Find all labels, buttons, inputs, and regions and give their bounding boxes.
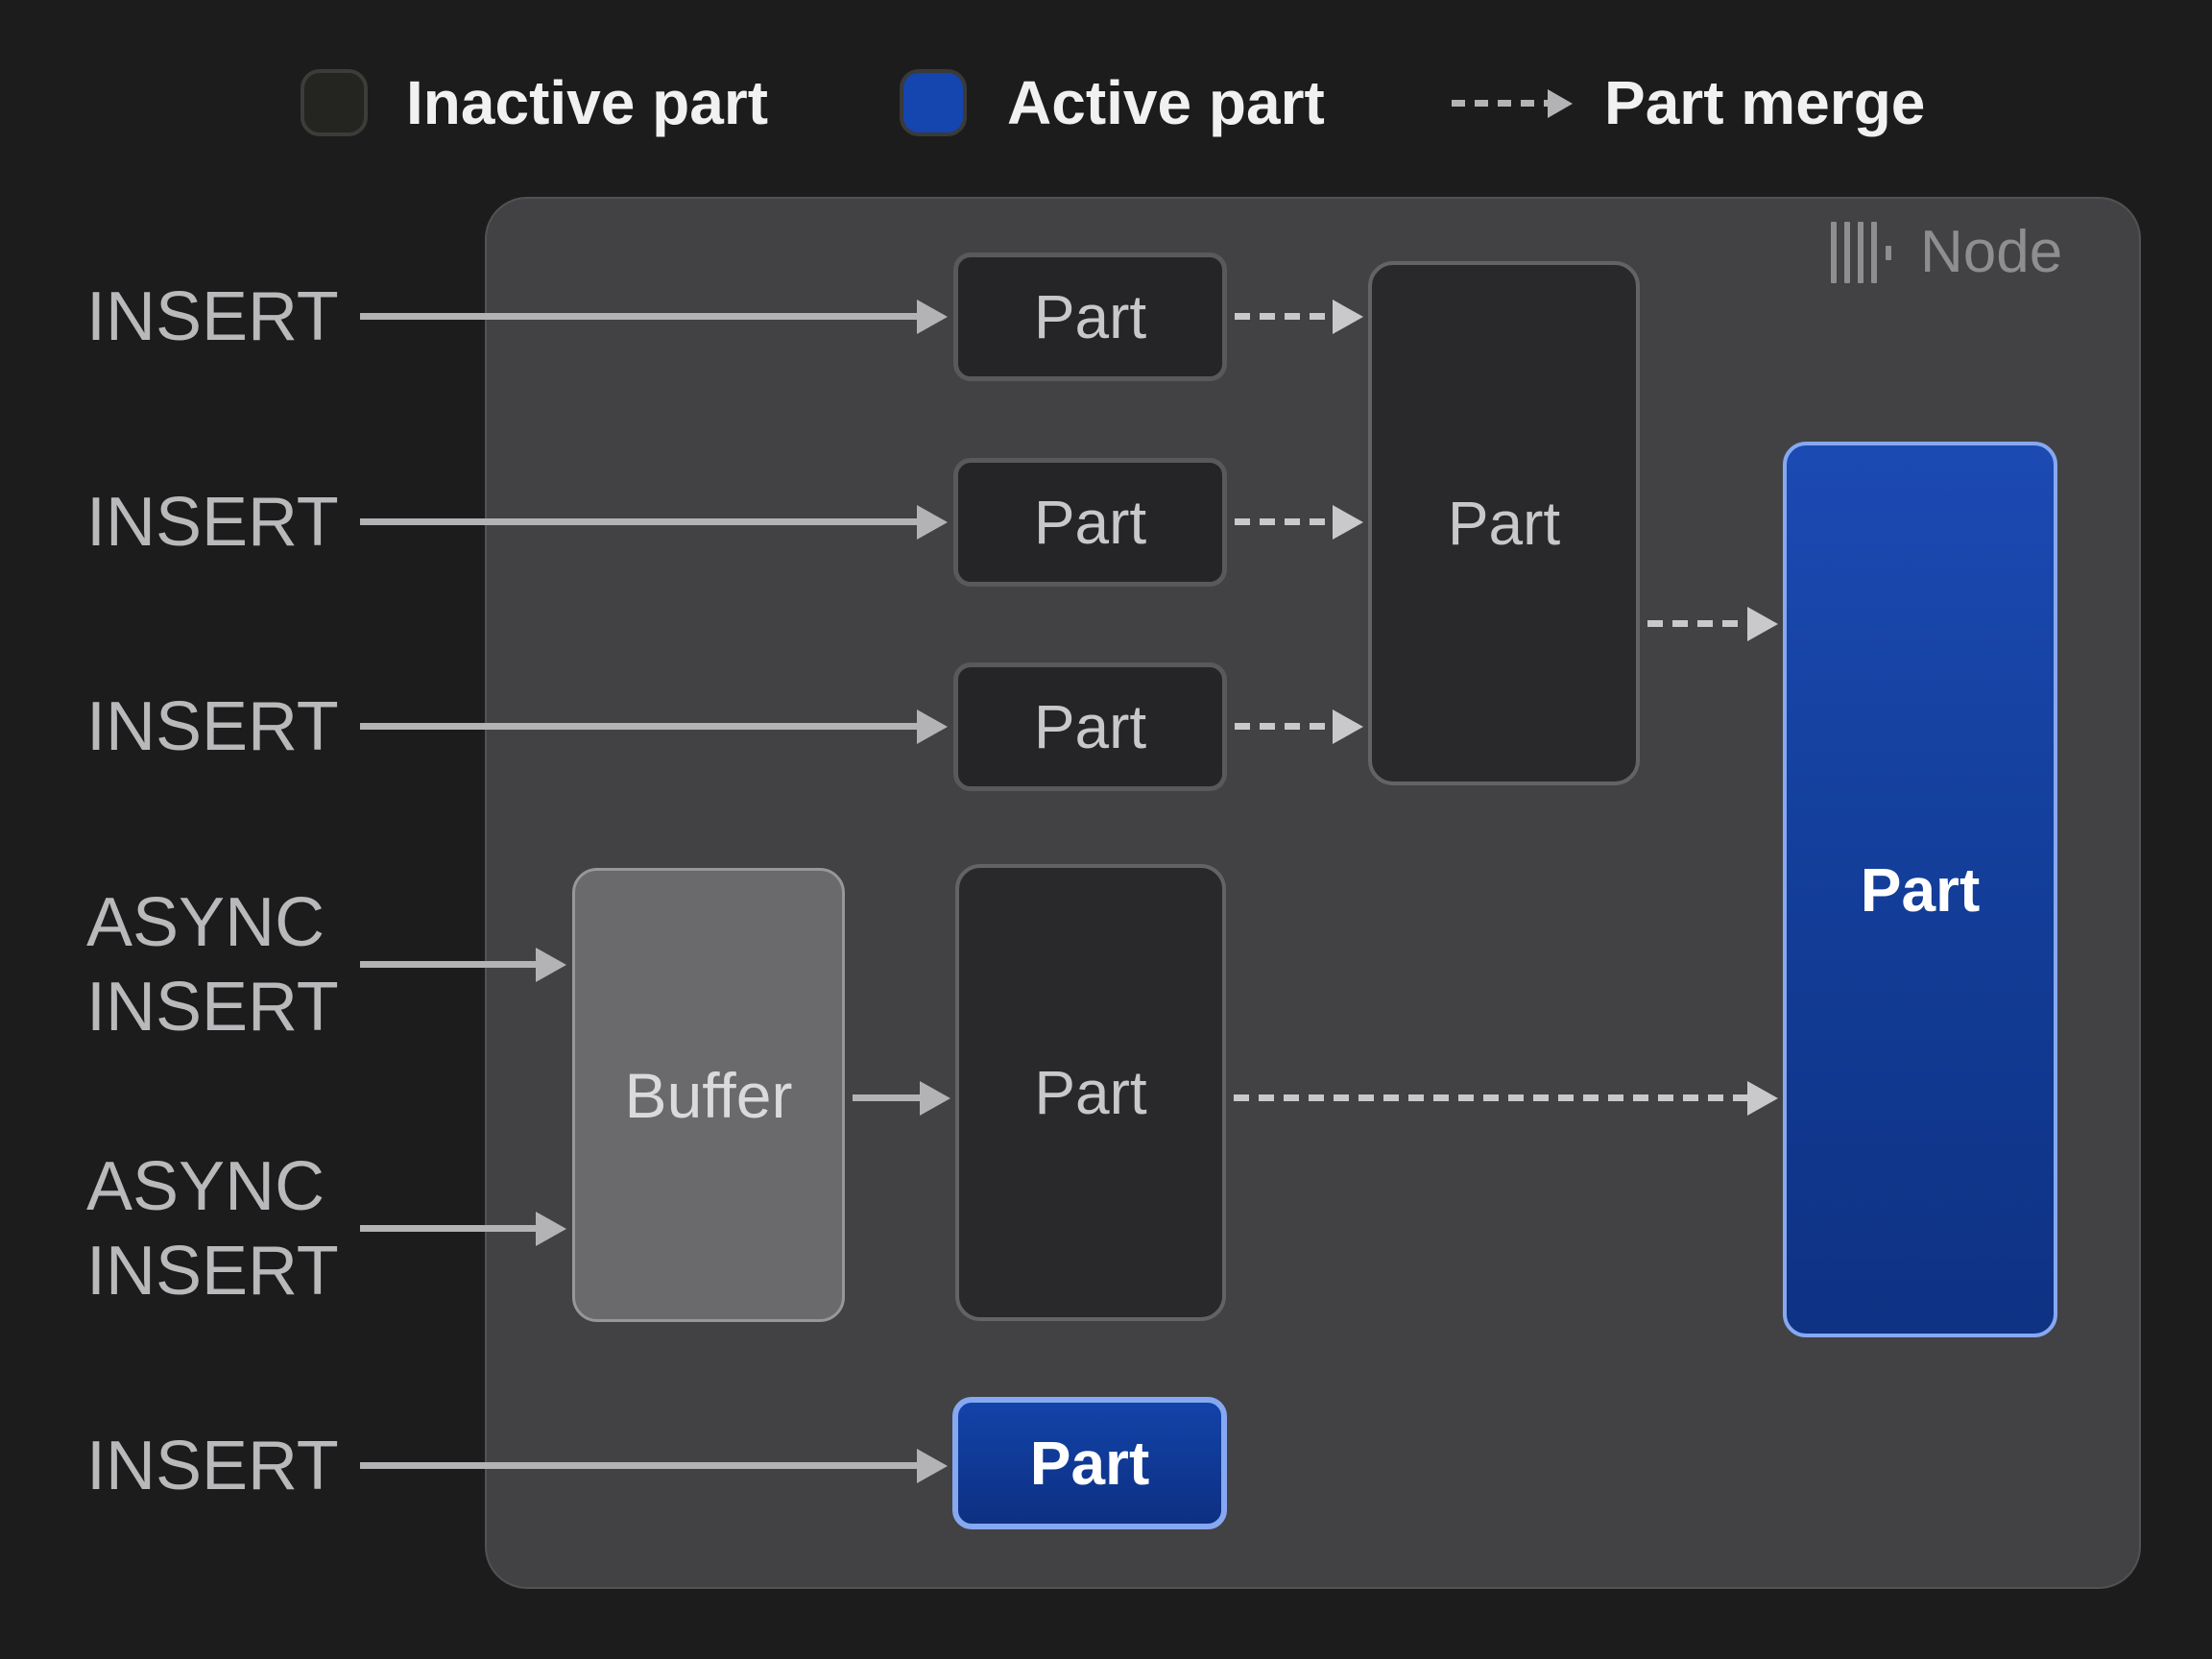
merge-to-active-arrow bbox=[1647, 607, 1778, 641]
insert-label-2: INSERT bbox=[86, 484, 339, 561]
async-insert-label-2-line2: INSERT bbox=[86, 1233, 339, 1310]
inactive-part-box-2: Part bbox=[953, 458, 1227, 587]
part-box-label: Part bbox=[1033, 488, 1147, 557]
inactive-part-box-1: Part bbox=[953, 252, 1227, 381]
insert-label-1: INSERT bbox=[86, 278, 339, 355]
inactive-part-box-3: Part bbox=[953, 662, 1227, 791]
async-insert-arrow-2 bbox=[360, 1212, 566, 1246]
async-insert-label-2-line1: ASYNC bbox=[86, 1148, 325, 1225]
insert-arrow-3 bbox=[360, 709, 948, 744]
active-part-box-small: Part bbox=[952, 1397, 1227, 1529]
part-box-label: Part bbox=[1860, 854, 1981, 925]
async-insert-label-1-line1: ASYNC bbox=[86, 884, 325, 961]
async-insert-label-1-line2: INSERT bbox=[86, 969, 339, 1046]
buffer-box-label: Buffer bbox=[624, 1059, 793, 1131]
async-insert-arrow-1 bbox=[360, 948, 566, 982]
part-box-label: Part bbox=[1034, 1058, 1147, 1127]
insert-arrow-2 bbox=[360, 505, 948, 540]
async-insert-label-2: ASYNC INSERT bbox=[86, 1144, 339, 1313]
clickhouse-bars-icon bbox=[1831, 222, 1898, 283]
buffer-to-part-arrow bbox=[853, 1081, 950, 1116]
insert-label-4: INSERT bbox=[86, 1428, 339, 1504]
part-merge-arrow-icon bbox=[1452, 88, 1573, 118]
part-box-label: Part bbox=[1033, 282, 1147, 351]
part2-merge-arrow bbox=[1235, 505, 1363, 540]
buffer-box: Buffer bbox=[572, 868, 845, 1322]
merged-part-box: Part bbox=[1368, 261, 1640, 785]
legend-label-inactive: Inactive part bbox=[406, 68, 769, 137]
node-title: Node bbox=[1920, 219, 2063, 285]
insert-arrow-1 bbox=[360, 300, 948, 334]
legend-label-merge: Part merge bbox=[1604, 68, 1926, 137]
part-box-label: Part bbox=[1033, 692, 1147, 761]
async-insert-label-1: ASYNC INSERT bbox=[86, 880, 339, 1049]
legend-label-active: Active part bbox=[1007, 68, 1325, 137]
active-part-swatch bbox=[900, 69, 967, 136]
active-part-box-large: Part bbox=[1783, 442, 2057, 1337]
part-box-label: Part bbox=[1447, 489, 1561, 558]
async-part-box: Part bbox=[955, 864, 1226, 1321]
part1-merge-arrow bbox=[1235, 300, 1363, 334]
insert-arrow-4 bbox=[360, 1449, 948, 1483]
insert-label-3: INSERT bbox=[86, 688, 339, 765]
async-part-to-active-arrow bbox=[1234, 1081, 1778, 1116]
part-box-label: Part bbox=[1029, 1429, 1150, 1498]
part3-merge-arrow bbox=[1235, 709, 1363, 744]
inactive-part-swatch bbox=[301, 69, 368, 136]
